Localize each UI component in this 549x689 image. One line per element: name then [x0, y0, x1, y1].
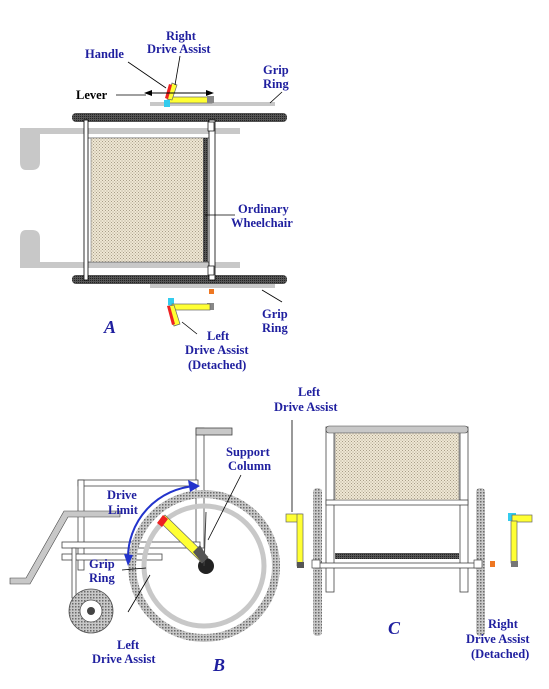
- label-drive-limit-2: Limit: [108, 503, 139, 517]
- top-grip-ring: [150, 102, 275, 106]
- frame-tube-left: [83, 119, 89, 281]
- panel-b-side-view: Support Column Drive Limit Grip Ring Lef…: [9, 427, 280, 675]
- seat-mesh: [90, 137, 206, 263]
- right-drive-assist-top: [164, 82, 214, 107]
- label-right-detached-1: Right: [488, 617, 519, 631]
- top-wheel: [72, 113, 287, 122]
- footrest: [9, 510, 121, 585]
- label-left-detached-1: Left: [207, 329, 230, 343]
- label-left-detached-3: (Detached): [188, 358, 246, 372]
- label-left-drive-assist-c-2: Drive Assist: [274, 400, 338, 414]
- label-support-column-2: Column: [228, 459, 271, 473]
- left-drive-assist-rear: [285, 513, 304, 568]
- grip-ring-side: [141, 503, 267, 629]
- backrest-mesh: [334, 432, 460, 501]
- rear-wheel-tire: [128, 490, 280, 642]
- lever-arrow: [144, 90, 214, 96]
- panel-label-b: B: [212, 655, 225, 675]
- label-drive-limit-1: Drive: [107, 488, 137, 502]
- label-left-drive-assist-c-1: Left: [298, 385, 321, 399]
- label-support-column-1: Support: [226, 445, 271, 459]
- label-grip-ring-top-1: Grip: [263, 63, 289, 77]
- push-handle-bottom: [20, 230, 240, 268]
- push-handle-top: [20, 128, 240, 170]
- panel-a-top-view: Handle Right Drive Assist Lever Grip Rin…: [20, 29, 293, 372]
- label-grip-ring-b-1: Grip: [89, 557, 115, 571]
- label-left-drive-assist-b-1: Left: [117, 638, 140, 652]
- label-left-drive-assist-b-2: Drive Assist: [92, 652, 156, 666]
- left-drive-assist-detached-top: [167, 298, 214, 327]
- label-right-drive-assist-2: Drive Assist: [147, 42, 211, 56]
- label-right-detached-2: Drive Assist: [466, 632, 530, 646]
- seat-mesh-rear: [335, 553, 459, 559]
- label-grip-ring-top-2: Ring: [263, 77, 289, 91]
- frame-tube-right: [208, 119, 216, 281]
- bottom-grip-ring: [150, 284, 275, 288]
- label-grip-ring-bottom-1: Grip: [262, 307, 288, 321]
- label-ordinary-wheelchair-2: Wheelchair: [231, 216, 293, 230]
- backrest-edge: [203, 138, 208, 262]
- label-grip-ring-bottom-2: Ring: [262, 321, 288, 335]
- right-drive-assist-detached-rear: [508, 513, 533, 567]
- backrest-top-tube: [325, 425, 469, 434]
- panel-label-c: C: [388, 618, 401, 638]
- label-grip-ring-b-2: Ring: [89, 571, 115, 585]
- label-lever: Lever: [76, 88, 108, 102]
- leader-lines-a: [116, 55, 283, 335]
- label-left-detached-2: Drive Assist: [185, 343, 249, 357]
- leader-lines-b: [121, 474, 242, 613]
- label-handle: Handle: [85, 47, 124, 61]
- label-right-detached-3: (Detached): [471, 647, 529, 661]
- label-right-drive-assist-1: Right: [166, 29, 197, 43]
- left-drive-assist-side: [157, 514, 209, 564]
- panel-label-a: A: [103, 317, 116, 337]
- bottom-wheel: [72, 275, 287, 284]
- drive-limit-arc: [126, 485, 197, 561]
- label-ordinary-wheelchair-1: Ordinary: [238, 202, 289, 216]
- panel-c-rear-view: Left Drive Assist C Right Drive Assist (…: [274, 385, 533, 661]
